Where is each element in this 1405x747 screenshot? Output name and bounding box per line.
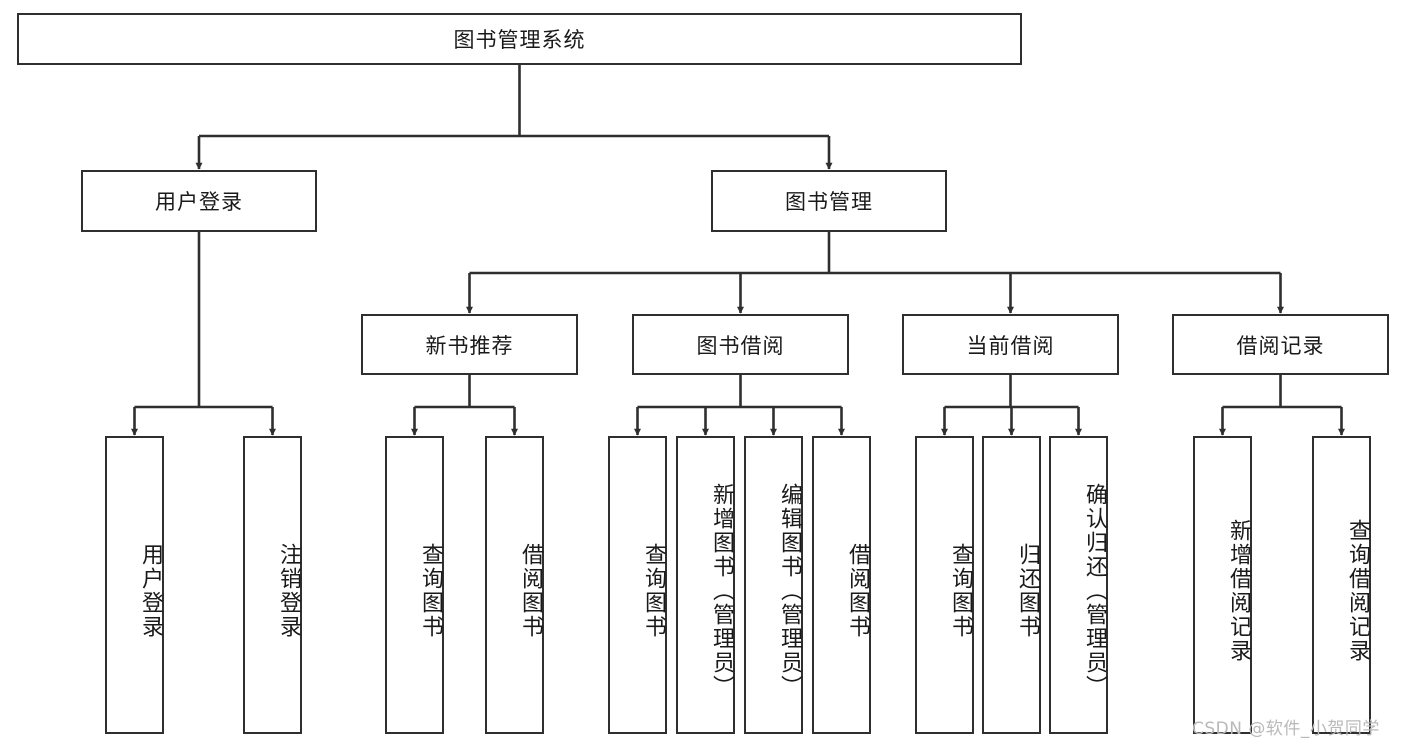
node-borrow[interactable]: 图书借阅 [632, 314, 849, 375]
node-label: 新增图书（管理员） [709, 483, 734, 699]
node-label: 借阅图书 [518, 543, 543, 639]
node-label: 借阅记录 [1236, 333, 1325, 358]
node-l_edit[interactable]: 编辑图书（管理员） [744, 436, 803, 734]
node-l_b2[interactable]: 借阅图书 [812, 436, 871, 734]
node-label: 查询图书 [948, 543, 973, 639]
node-newrec[interactable]: 新书推荐 [361, 314, 578, 375]
node-login[interactable]: 用户登录 [81, 170, 317, 232]
node-label: 确认归还（管理员） [1082, 483, 1107, 699]
node-label: 图书管理 [785, 190, 873, 214]
node-label: 新增借阅记录 [1226, 519, 1251, 663]
node-label: 注销登录 [276, 543, 301, 639]
node-label: 编辑图书（管理员） [777, 483, 802, 699]
node-label: 图书管理系统 [453, 28, 586, 52]
node-label: 当前借阅 [966, 333, 1055, 358]
node-l_addrec[interactable]: 新增借阅记录 [1193, 436, 1252, 734]
node-label: 归还图书 [1015, 543, 1040, 639]
node-label: 用户登录 [138, 543, 163, 639]
node-l_q1[interactable]: 查询图书 [385, 436, 444, 734]
node-label: 查询借阅记录 [1345, 519, 1370, 663]
node-label: 新书推荐 [425, 333, 514, 358]
node-bookmgmt[interactable]: 图书管理 [711, 170, 947, 232]
node-l_confirm[interactable]: 确认归还（管理员） [1049, 436, 1108, 734]
node-label: 图书借阅 [696, 333, 785, 358]
node-l_return[interactable]: 归还图书 [982, 436, 1041, 734]
node-records[interactable]: 借阅记录 [1172, 314, 1389, 375]
edge-paths [131, 65, 1345, 436]
node-label: 用户登录 [155, 190, 243, 214]
node-l_userlogin[interactable]: 用户登录 [105, 436, 164, 734]
node-label: 查询图书 [641, 543, 666, 639]
node-l_q2[interactable]: 查询图书 [608, 436, 667, 734]
node-label: 查询图书 [418, 543, 443, 639]
node-l_q3[interactable]: 查询图书 [915, 436, 974, 734]
node-l_add[interactable]: 新增图书（管理员） [676, 436, 735, 734]
node-l_qrec[interactable]: 查询借阅记录 [1312, 436, 1371, 734]
node-current[interactable]: 当前借阅 [902, 314, 1119, 375]
node-label: 借阅图书 [845, 543, 870, 639]
node-l_logout[interactable]: 注销登录 [243, 436, 302, 734]
csdn-watermark: CSDN @软件_小贺同学 [1192, 719, 1380, 739]
node-l_b1[interactable]: 借阅图书 [485, 436, 544, 734]
node-root[interactable]: 图书管理系统 [17, 13, 1022, 65]
